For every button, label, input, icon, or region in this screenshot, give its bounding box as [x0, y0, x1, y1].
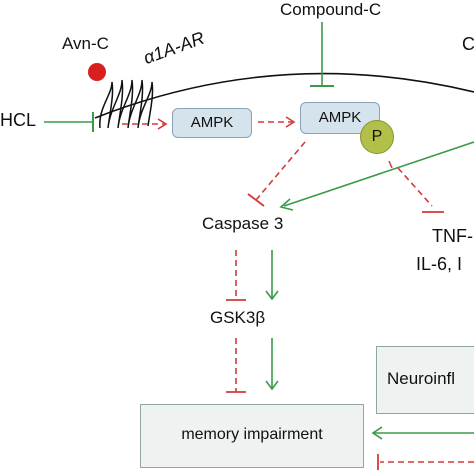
- receptor-coil: [99, 79, 154, 129]
- memory-impairment-label: memory impairment: [181, 426, 323, 443]
- hcl-label: HCL: [0, 110, 37, 130]
- compound-c-label: Compound-C: [280, 0, 382, 19]
- inhibit-ampk-caspase3: [255, 141, 306, 201]
- gsk3b-label: GSK3β: [210, 308, 266, 327]
- arrow-to-caspase3-green: [283, 141, 474, 207]
- avn-c-label: Avn-C: [62, 34, 109, 53]
- il6-label: IL-6, I: [416, 254, 463, 274]
- c-cut-label: C: [462, 34, 474, 54]
- ampk-box-1: AMPK: [172, 108, 252, 138]
- membrane-arc: [94, 72, 474, 119]
- inhibit-ampk-tnf: [397, 167, 433, 207]
- avn-c-dot: [88, 63, 106, 81]
- memory-impairment-box: memory impairment: [140, 404, 364, 468]
- caspase3-label: Caspase 3: [202, 214, 284, 233]
- neuroinfl-label: Neuroinfl: [387, 369, 456, 388]
- tnf-label: TNF-: [432, 226, 473, 246]
- neuroinfl-box: Neuroinfl: [376, 346, 474, 414]
- phospho-circle: P: [360, 120, 394, 154]
